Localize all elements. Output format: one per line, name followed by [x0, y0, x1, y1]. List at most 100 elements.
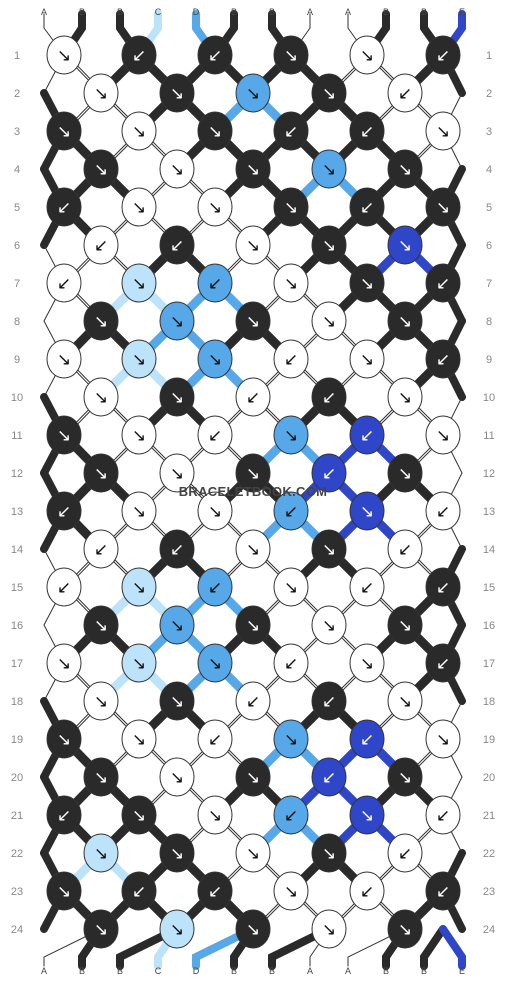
knot: ↘ — [273, 35, 309, 75]
arrow-down-right-icon: ↘ — [436, 730, 450, 750]
row-number-right: 19 — [483, 734, 495, 746]
knot: ↘ — [121, 339, 157, 379]
arrow-down-right-icon: ↘ — [360, 502, 374, 522]
knot: ↘ — [349, 491, 385, 531]
arrow-down-right-icon: ↘ — [284, 274, 298, 294]
knot: ↙ — [311, 681, 347, 721]
arrow-down-right-icon: ↘ — [398, 236, 412, 256]
arrow-down-left-icon: ↙ — [360, 426, 374, 446]
arrow-down-right-icon: ↘ — [57, 654, 71, 674]
arrow-down-left-icon: ↙ — [57, 502, 71, 522]
knot-ellipse — [197, 567, 233, 607]
arrow-down-left-icon: ↙ — [322, 388, 336, 408]
knot: ↘ — [425, 187, 461, 227]
knot-ellipse — [83, 681, 119, 721]
row-number-left: 24 — [11, 924, 23, 936]
arrow-down-right-icon: ↘ — [57, 882, 71, 902]
arrow-down-right-icon: ↘ — [94, 844, 108, 864]
knot: ↘ — [235, 909, 271, 949]
row-number-right: 9 — [486, 354, 492, 366]
knot: ↘ — [197, 111, 233, 151]
arrow-down-left-icon: ↙ — [132, 46, 146, 66]
knot-ellipse — [425, 111, 461, 151]
knot-ellipse — [273, 719, 309, 759]
knot: ↙ — [46, 567, 82, 607]
arrow-down-right-icon: ↘ — [322, 844, 336, 864]
knot: ↙ — [425, 491, 461, 531]
row-number-right: 1 — [486, 50, 492, 62]
knot: ↙ — [46, 187, 82, 227]
row-number-left: 7 — [14, 278, 20, 290]
knot: ↙ — [159, 225, 195, 265]
knot: ↘ — [311, 149, 347, 189]
knot-ellipse — [197, 643, 233, 683]
arrow-down-right-icon: ↘ — [94, 160, 108, 180]
arrow-down-left-icon: ↙ — [57, 198, 71, 218]
strand-label-bottom: B — [79, 966, 85, 976]
row-number-right: 5 — [486, 202, 492, 214]
knot-ellipse — [46, 643, 82, 683]
knot: ↙ — [425, 339, 461, 379]
arrow-down-right-icon: ↘ — [246, 844, 260, 864]
arrow-down-right-icon: ↘ — [284, 46, 298, 66]
arrow-down-right-icon: ↘ — [94, 84, 108, 104]
knot: ↘ — [273, 871, 309, 911]
arrow-down-left-icon: ↙ — [360, 882, 374, 902]
arrow-down-right-icon: ↘ — [398, 160, 412, 180]
knot: ↙ — [273, 339, 309, 379]
knot-ellipse — [349, 643, 385, 683]
knot-ellipse — [349, 111, 385, 151]
arrow-down-right-icon: ↘ — [246, 464, 260, 484]
knot-ellipse — [197, 491, 233, 531]
knot: ↘ — [83, 149, 119, 189]
knot-ellipse — [387, 225, 423, 265]
knot-ellipse — [46, 871, 82, 911]
knot: ↙ — [46, 263, 82, 303]
row-number-left: 19 — [11, 734, 23, 746]
knot-ellipse — [273, 35, 309, 75]
knot: ↙ — [197, 263, 233, 303]
bottom-strand-stub — [43, 928, 102, 967]
knot: ↘ — [349, 643, 385, 683]
row-number-right: 10 — [483, 392, 495, 404]
knot: ↘ — [121, 187, 157, 227]
knot: ↘ — [159, 757, 195, 797]
knot: ↙ — [197, 719, 233, 759]
knot-ellipse — [159, 529, 195, 569]
row-number-left: 3 — [14, 126, 20, 138]
knot: ↙ — [273, 491, 309, 531]
arrow-down-left-icon: ↙ — [94, 236, 108, 256]
strand-label-bottom: B — [383, 966, 389, 976]
knot-ellipse — [159, 149, 195, 189]
knot-ellipse — [425, 871, 461, 911]
knot: ↘ — [159, 909, 195, 949]
arrow-down-right-icon: ↘ — [170, 160, 184, 180]
arrow-down-left-icon: ↙ — [208, 426, 222, 446]
knot: ↘ — [83, 605, 119, 645]
knot-ellipse — [273, 567, 309, 607]
strand-label-bottom: B — [421, 966, 427, 976]
knot-ellipse — [121, 111, 157, 151]
strand-label-bottom: C — [155, 966, 162, 976]
arrow-down-left-icon: ↙ — [94, 540, 108, 560]
knot-ellipse — [349, 187, 385, 227]
knot-ellipse — [311, 605, 347, 645]
row-number-right: 12 — [483, 468, 495, 480]
knot-ellipse — [273, 491, 309, 531]
knot: ↙ — [349, 567, 385, 607]
knot-ellipse — [425, 491, 461, 531]
knot: ↘ — [121, 643, 157, 683]
strand-label-top: B — [421, 7, 427, 17]
knot-ellipse — [121, 871, 157, 911]
knot: ↙ — [46, 795, 82, 835]
knot-ellipse — [425, 795, 461, 835]
knot: ↙ — [311, 377, 347, 417]
knot: ↘ — [235, 149, 271, 189]
knot-ellipse — [273, 339, 309, 379]
knot-ellipse — [159, 453, 195, 493]
row-number-left: 2 — [14, 88, 20, 100]
row-number-left: 6 — [14, 240, 20, 252]
knot-ellipse — [159, 605, 195, 645]
strand-label-bottom: B — [269, 966, 275, 976]
knot: ↙ — [425, 35, 461, 75]
